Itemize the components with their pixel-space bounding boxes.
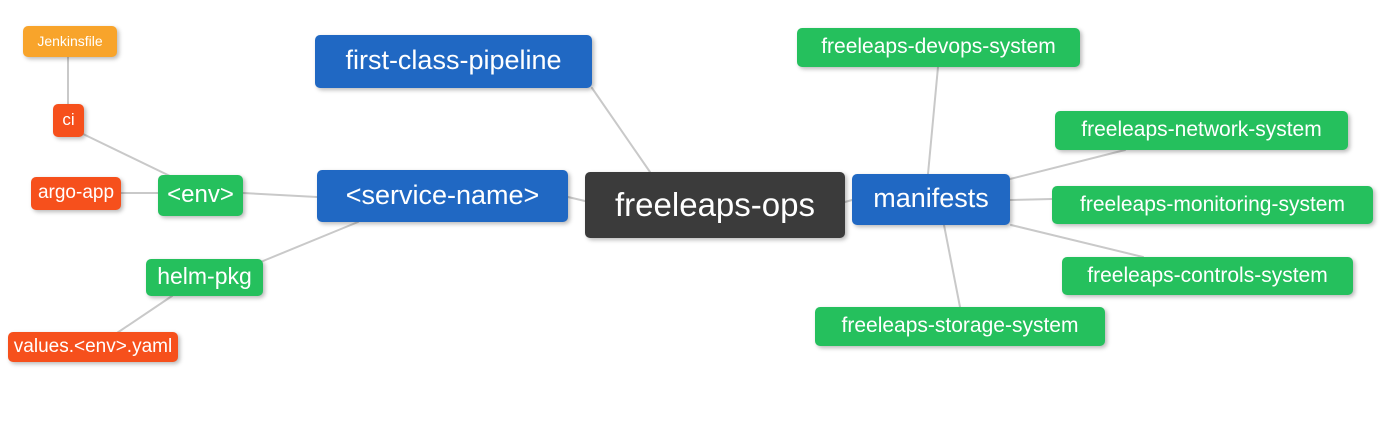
edge-env-to-service-name <box>242 192 318 198</box>
node-label: values.<env>.yaml <box>13 335 173 357</box>
edge-manifests-to-freeleaps-storage-system <box>943 224 961 308</box>
node-label: freeleaps-storage-system <box>841 314 1079 337</box>
node-label: freeleaps-controls-system <box>1087 263 1328 287</box>
node-helm-pkg[interactable]: helm-pkg <box>146 259 263 296</box>
node-label: ci <box>62 110 75 129</box>
node-label: argo-app <box>37 182 115 203</box>
node-freeleaps-controls-system[interactable]: freeleaps-controls-system <box>1062 257 1353 295</box>
edge-manifests-to-freeleaps-network-system <box>1009 149 1126 180</box>
edge-service-name-to-freeleaps-ops <box>567 196 586 202</box>
node-ci[interactable]: ci <box>53 104 84 137</box>
node-manifests[interactable]: manifests <box>852 174 1010 225</box>
edge-service-name-to-helm-pkg <box>262 221 359 262</box>
node-label: freeleaps-devops-system <box>821 35 1056 58</box>
node-env[interactable]: <env> <box>158 175 243 216</box>
node-values-env-yaml[interactable]: values.<env>.yaml <box>8 332 178 362</box>
edge-ci-to-env <box>80 132 173 178</box>
node-freeleaps-devops-system[interactable]: freeleaps-devops-system <box>797 28 1080 67</box>
node-freeleaps-storage-system[interactable]: freeleaps-storage-system <box>815 307 1105 346</box>
node-label: helm-pkg <box>157 263 252 289</box>
node-label: freeleaps-monitoring-system <box>1080 192 1345 216</box>
node-label: freeleaps-ops <box>615 185 815 223</box>
edge-manifests-to-freeleaps-monitoring-system <box>1009 198 1053 201</box>
edge-freeleaps-ops-to-manifests <box>844 199 853 203</box>
edge-manifests-to-freeleaps-controls-system <box>1010 224 1144 258</box>
node-freeleaps-network-system[interactable]: freeleaps-network-system <box>1055 111 1348 150</box>
node-label: freeleaps-network-system <box>1081 118 1322 141</box>
node-freeleaps-ops[interactable]: freeleaps-ops <box>585 172 845 238</box>
node-freeleaps-monitoring-system[interactable]: freeleaps-monitoring-system <box>1052 186 1373 224</box>
node-service-name[interactable]: <service-name> <box>317 170 568 222</box>
edge-manifests-to-freeleaps-devops-system <box>927 66 939 175</box>
node-argo-app[interactable]: argo-app <box>31 177 121 210</box>
node-label: <service-name> <box>345 179 540 210</box>
edge-first-class-pipeline-to-freeleaps-ops <box>591 87 651 173</box>
node-label: Jenkinsfile <box>37 32 103 49</box>
node-label: <env> <box>167 180 234 208</box>
node-first-class-pipeline[interactable]: first-class-pipeline <box>315 35 592 88</box>
node-label: manifests <box>873 183 989 213</box>
node-jenkinsfile[interactable]: Jenkinsfile <box>23 26 117 57</box>
edge-helm-pkg-to-values-env-yaml <box>116 295 173 334</box>
node-label: first-class-pipeline <box>345 45 562 75</box>
